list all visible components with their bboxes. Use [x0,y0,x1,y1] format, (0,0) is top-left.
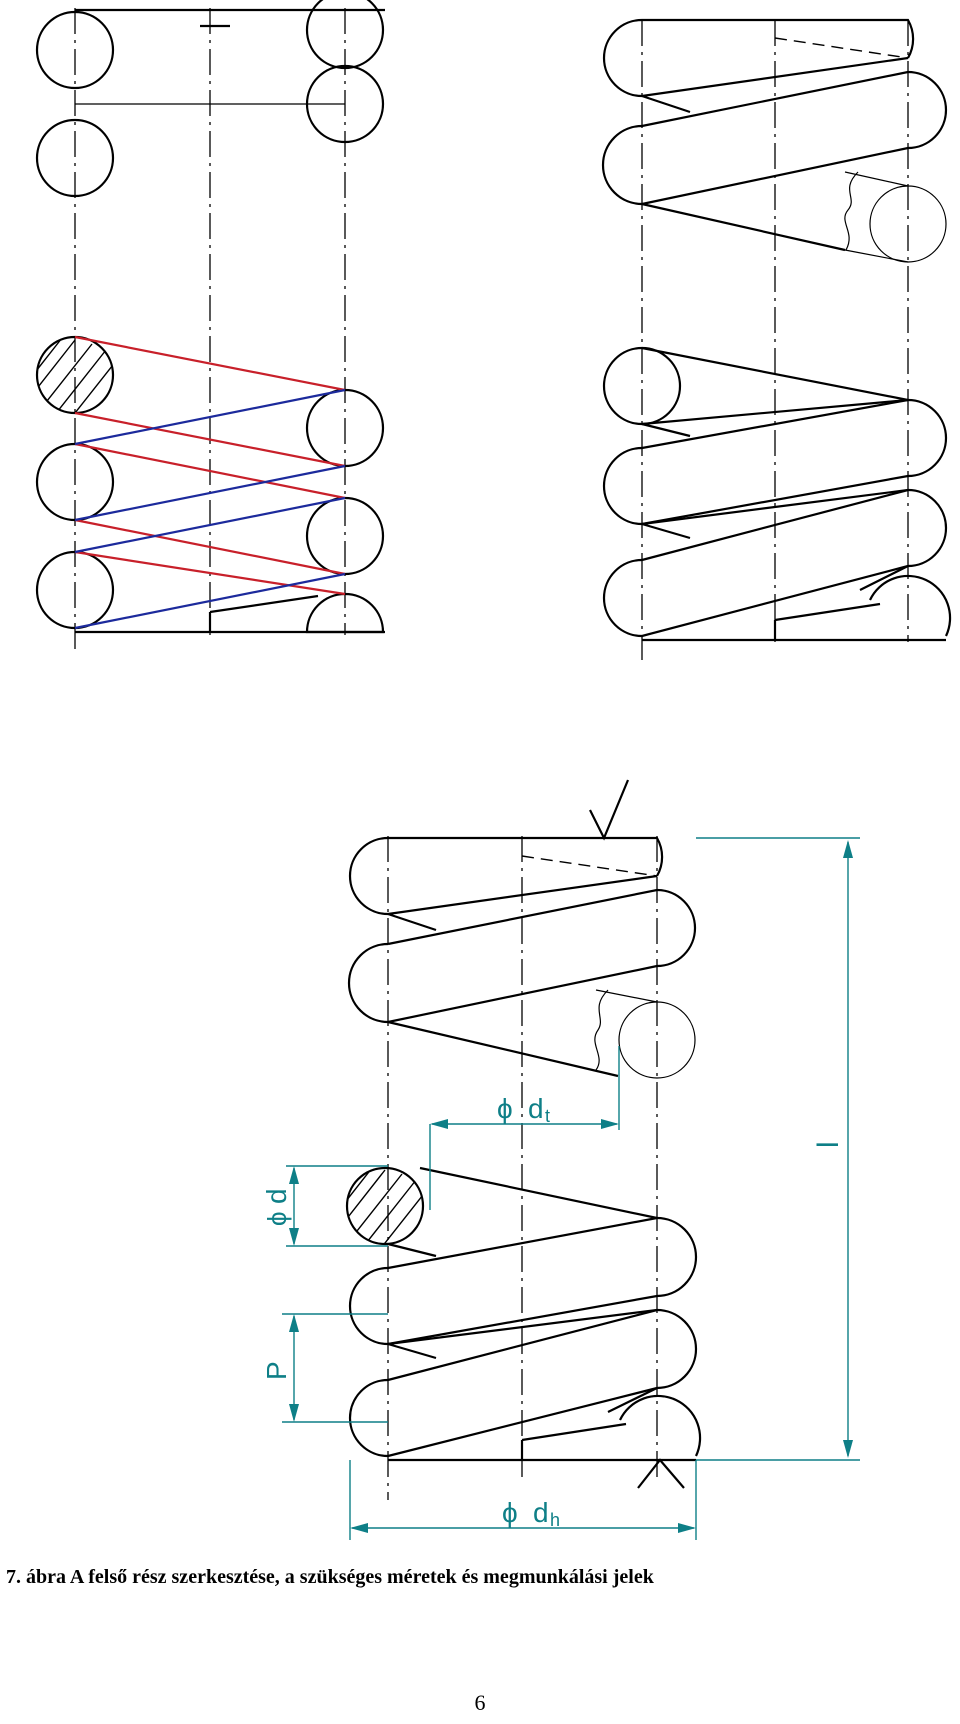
length-dimension [696,837,860,1461]
mean-diameter-subscript: t [545,1106,550,1126]
right-coil-circle [305,0,385,70]
left-coil-circle [35,10,115,90]
hatched-wire-section [35,335,115,415]
surface-finish-mark-top [589,779,630,841]
surface-finish-mark-bottom [637,1458,685,1489]
pitch-label: P [261,1361,292,1380]
spring-construction-drawing: ϕ d t ϕ d h ϕ d P l [35,0,952,1540]
construction-view [35,0,385,655]
left-coil-circle [35,118,115,198]
finished-spring-view [601,18,952,660]
cut-wire-section [869,185,947,263]
wire-diameter-symbol: ϕ [262,1211,292,1226]
back-tangent-lines [74,388,346,630]
mean-diameter-label: d [528,1093,544,1124]
outer-diameter-symbol: ϕ [502,1497,518,1528]
page-number: 6 [474,1690,486,1715]
dimensioned-spring-view: ϕ d t ϕ d h ϕ d P l [261,779,860,1540]
outer-diameter-label: d [533,1497,549,1528]
length-label: l [812,1141,845,1148]
mean-diameter-dimension [429,1046,620,1210]
cut-wire-section [618,1001,696,1079]
right-half-circle [305,592,385,634]
front-tangent-lines [74,335,346,596]
right-coil-circle [305,64,385,144]
hatched-wire-section [345,1166,425,1246]
wire-diameter-dimension [286,1165,388,1247]
outer-diameter-dimension [349,1460,697,1540]
pitch-dimension [282,1313,388,1423]
figure-caption: 7. ábra A felső rész szerkesztése, a szü… [6,1566,654,1588]
outer-diameter-subscript: h [550,1510,560,1530]
mean-diameter-symbol: ϕ [497,1093,513,1124]
wire-diameter-label: d [261,1188,292,1204]
